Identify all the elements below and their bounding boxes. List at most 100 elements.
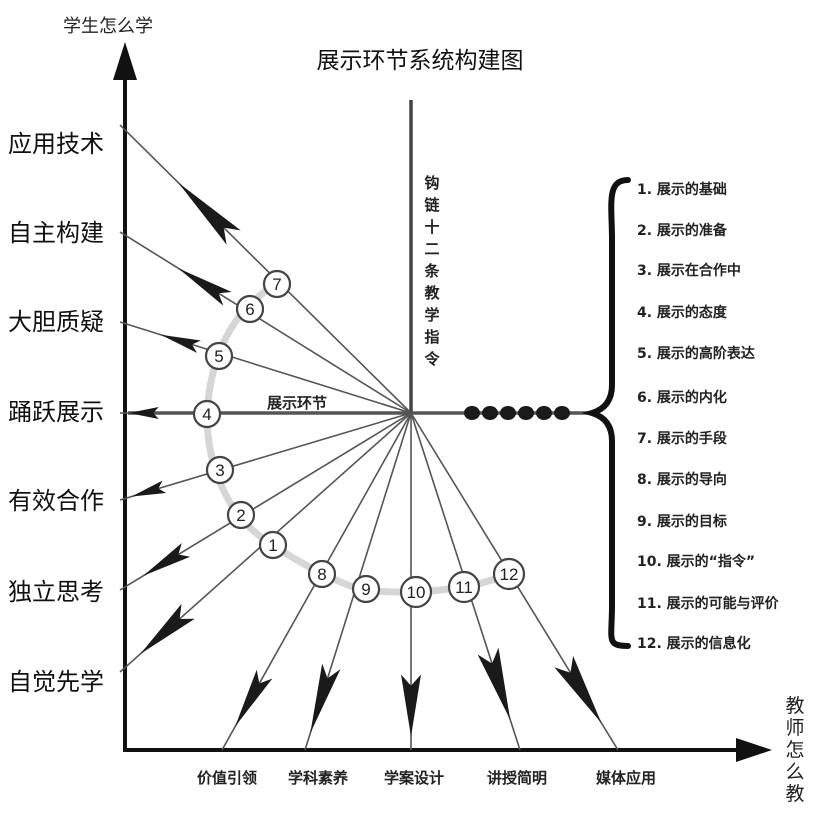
- x-axis-label-char: 教: [785, 695, 804, 717]
- vertical-instruction-label: 钩 链 十 二 条 教 学 指 令: [423, 174, 440, 368]
- vertical-label-char: 二: [424, 240, 439, 258]
- vertical-label-char: 学: [424, 306, 439, 324]
- teacher-level-label: 讲授简明: [487, 769, 547, 787]
- node-circle: [262, 269, 292, 299]
- node-number: 8: [317, 565, 326, 584]
- node-number: 9: [361, 580, 370, 599]
- node-circle: [258, 530, 288, 560]
- numbered-node: 5: [204, 341, 234, 371]
- ray-arrowhead: [554, 655, 602, 723]
- node-circle: [447, 570, 481, 604]
- teacher-level-label: 媒体应用: [596, 769, 656, 787]
- node-number: 10: [407, 583, 426, 602]
- ray-line: [119, 412, 412, 501]
- node-number: 3: [215, 461, 224, 480]
- node-number: 6: [245, 300, 254, 319]
- vertical-label-char: 令: [424, 350, 440, 368]
- vertical-label-char: 指: [424, 328, 439, 346]
- student-level-label: 独立思考: [8, 578, 104, 606]
- student-level-label: 有效合作: [8, 487, 104, 515]
- instruction-item: 1. 展示的基础: [637, 181, 727, 198]
- node-circle: [226, 500, 256, 530]
- dot: [518, 406, 534, 420]
- rays: [119, 124, 619, 751]
- numbered-node: 11: [447, 570, 481, 604]
- x-axis-label-char: 师: [785, 717, 804, 739]
- teacher-level-label: 学案设计: [384, 769, 444, 787]
- ray-arrowhead: [178, 268, 232, 306]
- node-circle: [235, 294, 265, 324]
- node-number: 4: [202, 405, 211, 424]
- x-axis-label-char: 教: [785, 783, 804, 805]
- instruction-list: 1. 展示的基础 2. 展示的准备 3. 展示在合作中 4. 展示的态度 5. …: [637, 181, 780, 652]
- node-number: 7: [272, 275, 281, 294]
- student-levels: 应用技术 自主构建 大胆质疑 踊跃展示 有效合作 独立思考 自觉先学: [8, 130, 104, 696]
- numbered-node: 3: [205, 455, 235, 485]
- dot: [500, 406, 516, 420]
- node-number: 5: [214, 347, 223, 366]
- diagram-title: 展示环节系统构建图: [317, 48, 524, 74]
- node-circle: [204, 341, 234, 371]
- node-arc: [203, 280, 511, 596]
- dot: [464, 406, 480, 420]
- dot-row: [464, 406, 570, 420]
- instruction-item: 4. 展示的态度: [637, 304, 728, 321]
- dot: [482, 406, 498, 420]
- vertical-label-char: 链: [424, 196, 440, 214]
- x-axis-arrowhead: [736, 738, 772, 762]
- ray-arrowhead: [235, 669, 273, 727]
- node-circle: [205, 455, 235, 485]
- y-axis-arrowhead: [113, 42, 137, 80]
- ray-arrowhead: [401, 674, 421, 737]
- student-level-label: 自觉先学: [8, 668, 104, 696]
- node-number: 12: [500, 565, 519, 584]
- ray-arrowhead: [140, 603, 195, 654]
- numbered-node: 1: [258, 530, 288, 560]
- node-number: 2: [236, 506, 245, 525]
- center-label: 展示环节: [267, 394, 327, 412]
- teacher-level-label: 价值引领: [197, 769, 257, 787]
- node-circle: [399, 575, 433, 609]
- node-circle: [492, 557, 526, 591]
- node-number: 11: [455, 578, 473, 597]
- vertical-label-char: 条: [423, 262, 440, 280]
- student-level-label: 大胆质疑: [8, 308, 104, 336]
- instruction-item: 11. 展示的可能与评价: [637, 595, 780, 612]
- instruction-item: 5. 展示的高阶表达: [637, 345, 755, 362]
- numbered-node: 9: [351, 574, 381, 604]
- node-circle: [192, 399, 222, 429]
- numbered-node: 7: [262, 269, 292, 299]
- instruction-item: 8. 展示的导向: [637, 471, 727, 488]
- instruction-item: 10. 展示的“指令”: [637, 553, 755, 570]
- ray-arrowhead: [160, 334, 201, 353]
- vertical-label-char: 十: [424, 218, 439, 236]
- teacher-levels: 价值引领 学科素养 学案设计 讲授简明 媒体应用: [197, 769, 656, 787]
- ray-arrowhead: [310, 663, 341, 734]
- ray-arrowhead: [477, 647, 511, 720]
- ray-arrowhead: [131, 480, 167, 497]
- numbered-node: 10: [399, 575, 433, 609]
- node-circle: [351, 574, 381, 604]
- node-circle: [307, 559, 337, 589]
- x-axis-label: 教 师 怎 么 教: [785, 695, 804, 805]
- dot: [554, 406, 570, 420]
- instruction-item: 6. 展示的内化: [637, 389, 727, 406]
- instruction-brace: [581, 177, 631, 649]
- x-axis-label-char: 么: [785, 761, 804, 783]
- student-level-label: 自主构建: [8, 219, 104, 247]
- ray-line: [119, 124, 412, 414]
- numbered-node: 8: [307, 559, 337, 589]
- ray-arrowhead: [128, 407, 159, 419]
- instruction-item: 9. 展示的目标: [637, 513, 727, 530]
- ray-arrowhead: [143, 543, 191, 576]
- vertical-label-char: 教: [423, 284, 440, 302]
- dot: [536, 406, 552, 420]
- axes: [113, 42, 772, 762]
- instruction-item: 7. 展示的手段: [637, 430, 727, 447]
- ray-line: [119, 231, 412, 414]
- ray-arrowhead: [178, 182, 241, 245]
- node-number: 1: [268, 536, 277, 555]
- instruction-item: 12. 展示的信息化: [637, 635, 751, 652]
